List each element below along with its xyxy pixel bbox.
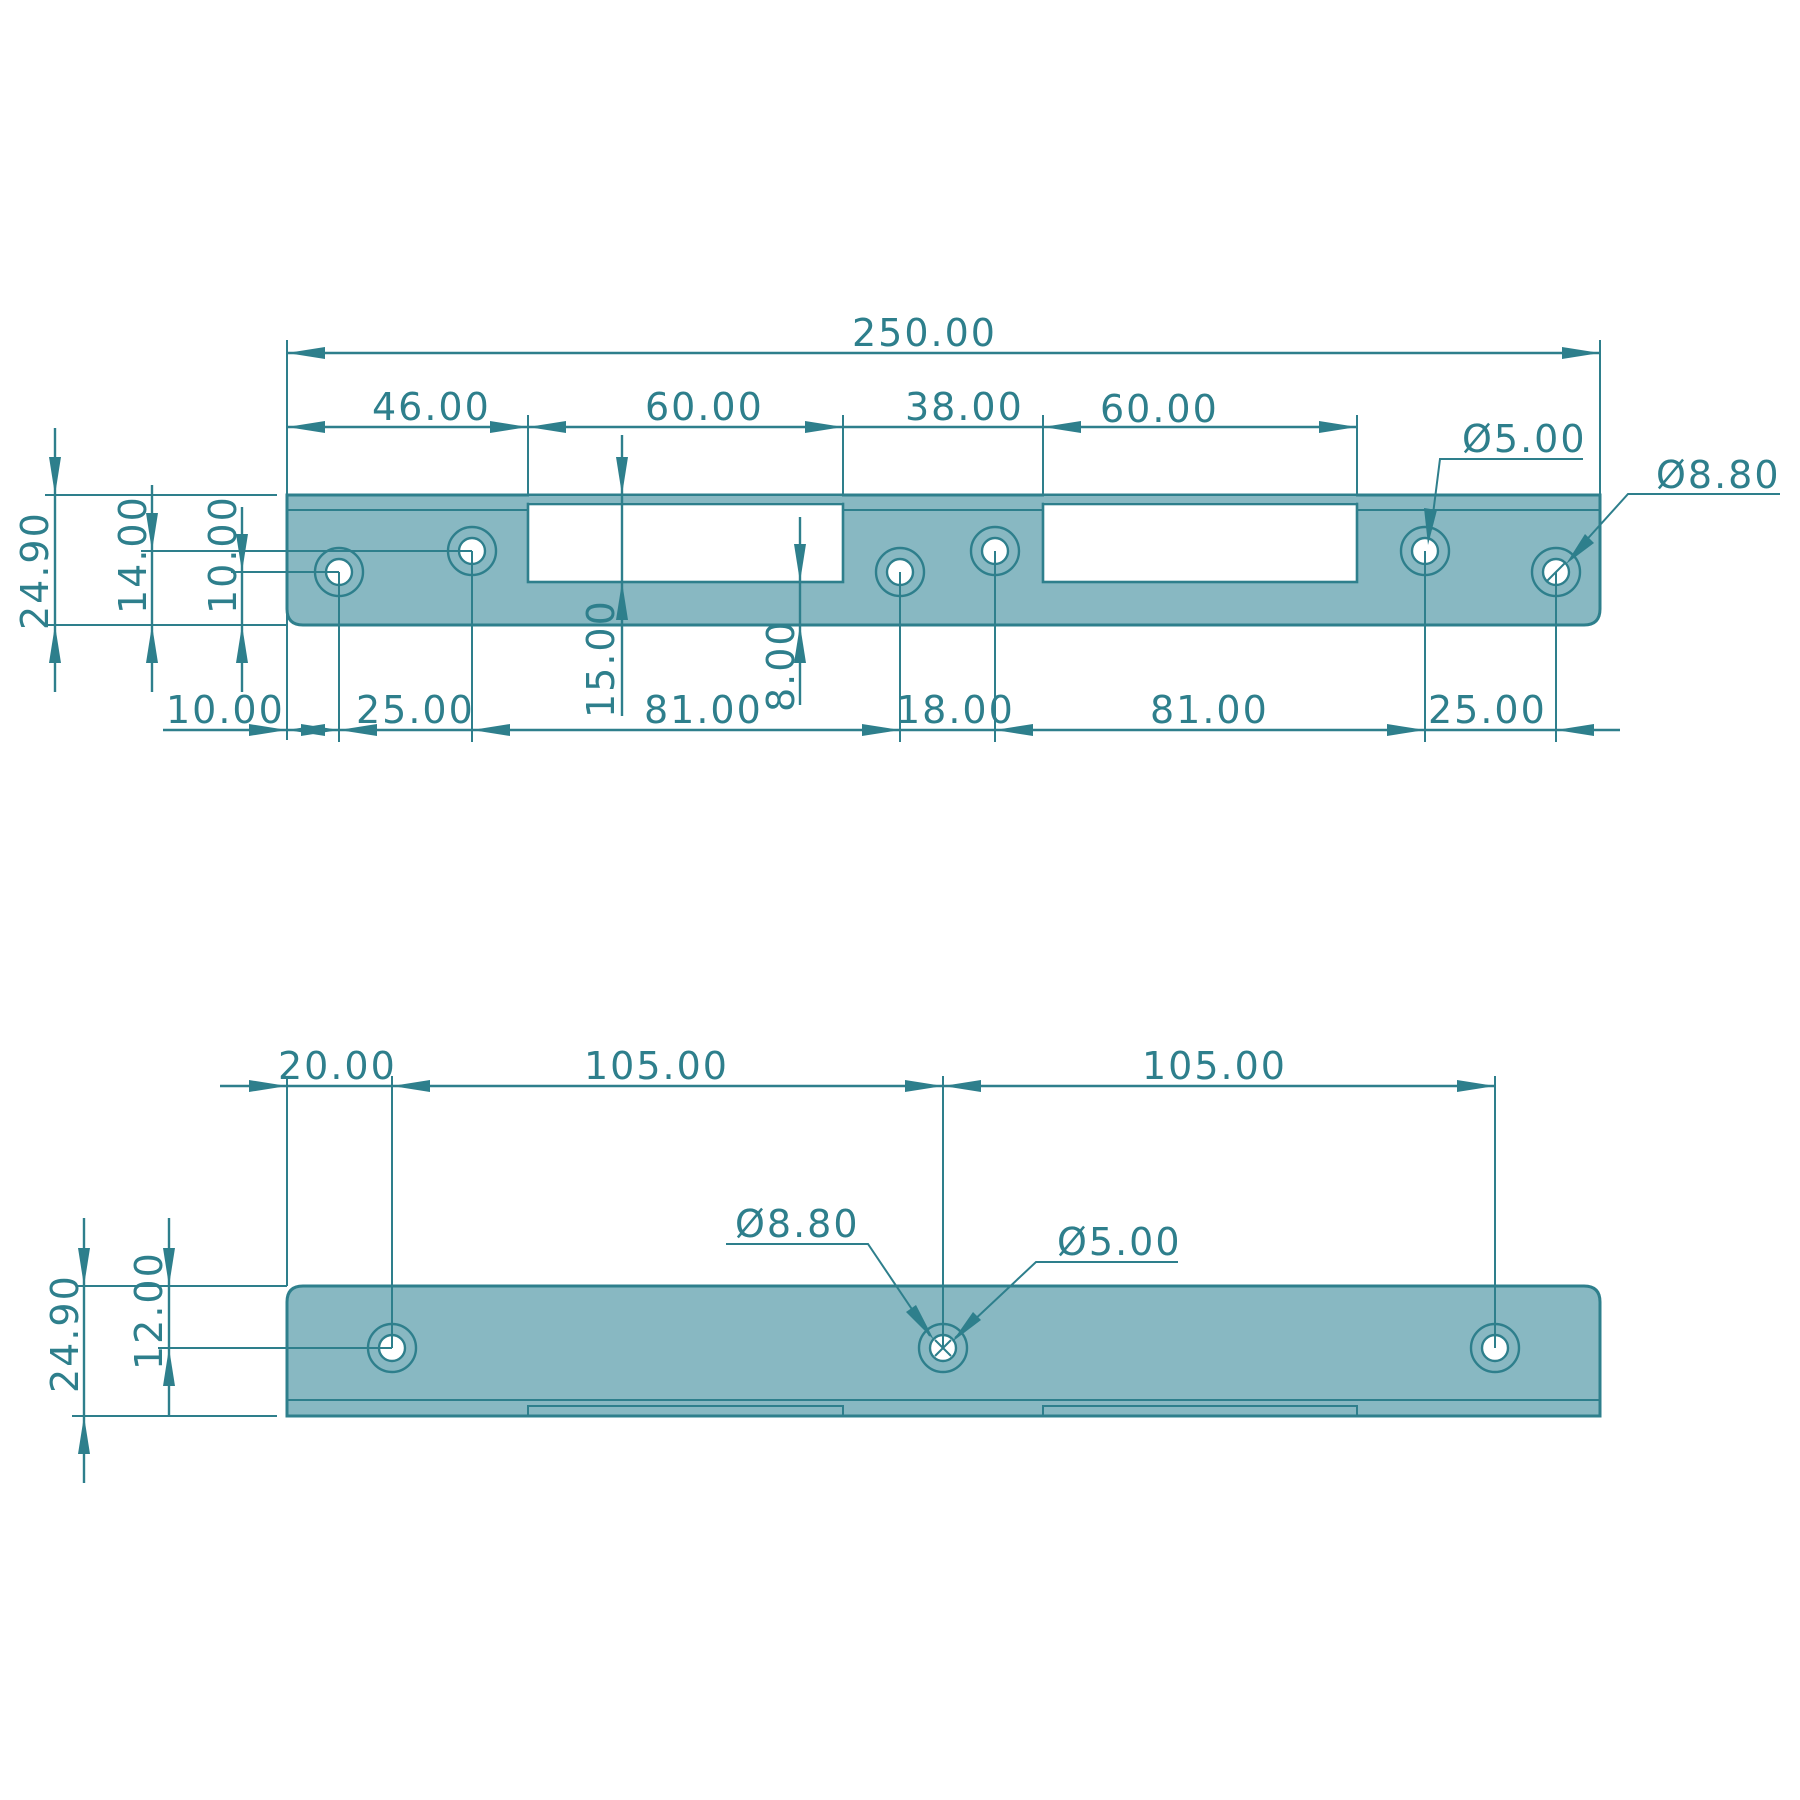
- dim-24-90: 24.90: [43, 1274, 87, 1393]
- dim-105-b: 105.00: [1142, 1044, 1287, 1088]
- dim-10-vertical: 10.00: [201, 495, 245, 614]
- dim-14: 14.00: [111, 495, 155, 614]
- slot-2: [1041, 502, 1359, 584]
- dim-8: 8.00: [759, 619, 803, 712]
- dim-38: 38.00: [905, 385, 1024, 429]
- dim-12: 12.00: [127, 1251, 171, 1370]
- leader-d5: [1430, 458, 1583, 531]
- extension-lines: [72, 1076, 1496, 1417]
- leader-d5: [954, 1261, 1178, 1339]
- dim-24-90: 24.90: [13, 511, 57, 630]
- slot-2-recess: [1042, 1405, 1358, 1416]
- callout-d5: Ø5.00: [1057, 1220, 1182, 1264]
- leader-d8-8: [726, 1243, 931, 1337]
- extension-lines: [45, 340, 1601, 742]
- dim-15: 15.00: [579, 599, 623, 718]
- leader-d8-8: [1571, 493, 1780, 557]
- top-view: 250.00 46.00 60.00 38.00 60.00 Ø5.00 Ø8.…: [13, 311, 1781, 742]
- dim-25-b: 25.00: [1428, 688, 1547, 732]
- slot-2-lip: [1044, 496, 1356, 504]
- dim-25-a: 25.00: [356, 688, 475, 732]
- callout-d8-8: Ø8.80: [735, 1202, 860, 1246]
- dim-46: 46.00: [372, 385, 491, 429]
- dim-10-horizontal: 10.00: [166, 688, 285, 732]
- dim-105-a: 105.00: [584, 1044, 729, 1088]
- dim-60-b: 60.00: [1100, 387, 1219, 431]
- callout-d8-8: Ø8.80: [1656, 453, 1781, 497]
- slot-1-recess: [527, 1405, 844, 1416]
- dim-81-b: 81.00: [1150, 688, 1269, 732]
- dim-20: 20.00: [278, 1044, 397, 1088]
- slot-1-lip: [529, 496, 842, 504]
- dim-60-a: 60.00: [645, 385, 764, 429]
- bottom-view: 20.00 105.00 105.00 Ø8.80 Ø5.00 24.90 12…: [43, 1044, 1602, 1483]
- dim-overall-length: 250.00: [852, 311, 997, 355]
- slot-1: [526, 502, 845, 584]
- dim-18: 18.00: [896, 688, 1015, 732]
- callout-d5: Ø5.00: [1462, 417, 1587, 461]
- dim-81-a: 81.00: [644, 688, 763, 732]
